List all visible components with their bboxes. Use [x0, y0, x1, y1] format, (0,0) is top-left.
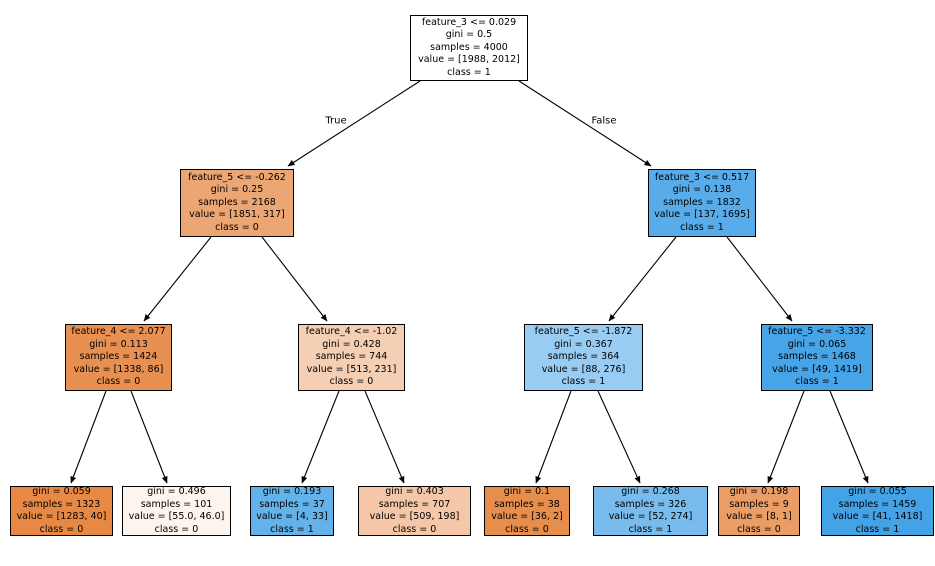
- class-label: class = 1: [561, 376, 606, 388]
- condition-label: feature_5 <= -3.332: [768, 326, 866, 338]
- value-label: value = [52, 274]: [608, 511, 693, 522]
- edge-ll-leaf2: [130, 390, 168, 484]
- edge-label-true: True: [325, 115, 347, 127]
- value-label: value = [8, 1]: [726, 511, 792, 522]
- value-label: value = [1338, 86]: [73, 363, 164, 375]
- gini-label: gini = 0.428: [322, 338, 381, 350]
- samples-label: samples = 2168: [198, 196, 276, 208]
- condition-label: feature_4 <= -1.02: [305, 326, 398, 338]
- edge-rr-leaf8: [829, 390, 869, 484]
- edge-r-rr: [726, 236, 793, 322]
- class-label: class = 0: [392, 523, 437, 535]
- class-label: class = 0: [154, 523, 199, 535]
- class-label: class = 1: [447, 66, 491, 78]
- gini-label: gini = 0.065: [787, 338, 847, 350]
- value-label: value = [36, 2]: [491, 511, 563, 522]
- edge-r-rl: [608, 236, 677, 322]
- class-label: class = 0: [39, 523, 84, 535]
- value-label: value = [137, 1695]: [654, 209, 750, 221]
- gini-label: gini = 0.198: [729, 486, 789, 497]
- edge-ll-leaf1: [70, 390, 107, 484]
- value-label: value = [49, 1419]: [772, 363, 862, 375]
- value-label: value = [88, 276]: [541, 363, 626, 375]
- class-label: class = 1: [628, 523, 673, 535]
- edge-root-right: [518, 80, 652, 167]
- samples-label: samples = 1424: [79, 351, 158, 363]
- value-label: value = [1988, 2012]: [418, 54, 520, 66]
- edge-rl-leaf6: [597, 390, 641, 484]
- edge-rr-leaf7: [767, 390, 805, 484]
- condition-label: feature_3 <= 0.517: [654, 171, 750, 183]
- value-label: value = [1851, 317]: [189, 209, 285, 221]
- gini-label: gini = 0.113: [89, 338, 148, 350]
- edge-l-lr: [261, 236, 328, 322]
- node-l: feature_5 <= -0.262 gini = 0.25 samples …: [180, 169, 294, 237]
- node-rr: feature_5 <= -3.332 gini = 0.065 samples…: [761, 324, 873, 391]
- class-label: class = 0: [737, 523, 781, 535]
- gini-label: gini = 0.496: [147, 486, 206, 497]
- gini-label: gini = 0.055: [848, 486, 907, 497]
- class-label: class = 1: [855, 523, 900, 535]
- value-label: value = [4, 33]: [256, 511, 328, 522]
- samples-label: samples = 326: [614, 498, 687, 510]
- gini-label: gini = 0.138: [672, 184, 732, 196]
- condition-label: feature_5 <= -1.872: [534, 326, 633, 338]
- gini-label: gini = 0.5: [445, 29, 493, 41]
- samples-label: samples = 9: [729, 498, 789, 510]
- gini-label: gini = 0.403: [385, 486, 444, 497]
- gini-label: gini = 0.367: [554, 338, 613, 350]
- gini-label: gini = 0.1: [503, 486, 551, 497]
- condition-label: feature_3 <= 0.029: [421, 16, 517, 28]
- class-label: class = 0: [96, 376, 141, 388]
- edge-root-left: [287, 80, 421, 167]
- node-leaf-6: gini = 0.268 samples = 326 value = [52, …: [593, 486, 708, 536]
- edge-l-ll: [143, 236, 212, 322]
- gini-label: gini = 0.25: [210, 184, 264, 196]
- class-label: class = 0: [329, 376, 374, 388]
- node-lr: feature_4 <= -1.02 gini = 0.428 samples …: [298, 324, 405, 391]
- value-label: value = [1283, 40]: [16, 511, 107, 522]
- edge-label-false: False: [591, 115, 617, 127]
- node-leaf-4: gini = 0.403 samples = 707 value = [509,…: [358, 486, 471, 536]
- samples-label: samples = 37: [259, 498, 325, 510]
- node-leaf-8: gini = 0.055 samples = 1459 value = [41,…: [821, 486, 934, 536]
- node-leaf-5: gini = 0.1 samples = 38 value = [36, 2] …: [484, 486, 570, 536]
- condition-label: feature_4 <= 2.077: [71, 326, 166, 338]
- node-leaf-2: gini = 0.496 samples = 101 value = [55.0…: [122, 486, 231, 536]
- class-label: class = 1: [680, 221, 724, 233]
- class-label: class = 1: [795, 376, 839, 388]
- node-r: feature_3 <= 0.517 gini = 0.138 samples …: [648, 169, 756, 237]
- gini-label: gini = 0.059: [32, 486, 91, 497]
- condition-label: feature_5 <= -0.262: [188, 171, 286, 183]
- gini-label: gini = 0.193: [262, 486, 322, 497]
- class-label: class = 0: [215, 221, 259, 233]
- samples-label: samples = 1468: [778, 351, 856, 363]
- node-ll: feature_4 <= 2.077 gini = 0.113 samples …: [65, 324, 172, 391]
- samples-label: samples = 744: [315, 351, 388, 363]
- node-rl: feature_5 <= -1.872 gini = 0.367 samples…: [524, 324, 643, 391]
- edge-lr-leaf3: [301, 390, 340, 484]
- samples-label: samples = 101: [140, 498, 213, 510]
- value-label: value = [41, 1418]: [832, 511, 923, 522]
- node-leaf-7: gini = 0.198 samples = 9 value = [8, 1] …: [718, 486, 800, 536]
- value-label: value = [513, 231]: [306, 363, 397, 375]
- class-label: class = 1: [270, 523, 314, 535]
- edge-rl-leaf5: [535, 390, 572, 484]
- samples-label: samples = 1832: [663, 196, 741, 208]
- samples-label: samples = 4000: [430, 41, 508, 53]
- node-leaf-3: gini = 0.193 samples = 37 value = [4, 33…: [250, 486, 334, 536]
- gini-label: gini = 0.268: [621, 486, 680, 497]
- samples-label: samples = 707: [378, 498, 451, 510]
- samples-label: samples = 1459: [838, 498, 917, 510]
- value-label: value = [509, 198]: [369, 511, 460, 522]
- edge-lr-leaf4: [364, 390, 405, 484]
- samples-label: samples = 38: [494, 498, 560, 510]
- samples-label: samples = 1323: [22, 498, 101, 510]
- samples-label: samples = 364: [547, 351, 620, 363]
- node-root: feature_3 <= 0.029 gini = 0.5 samples = …: [410, 15, 528, 81]
- node-leaf-1: gini = 0.059 samples = 1323 value = [128…: [10, 486, 113, 536]
- class-label: class = 0: [505, 523, 549, 535]
- value-label: value = [55.0, 46.0]: [128, 511, 225, 522]
